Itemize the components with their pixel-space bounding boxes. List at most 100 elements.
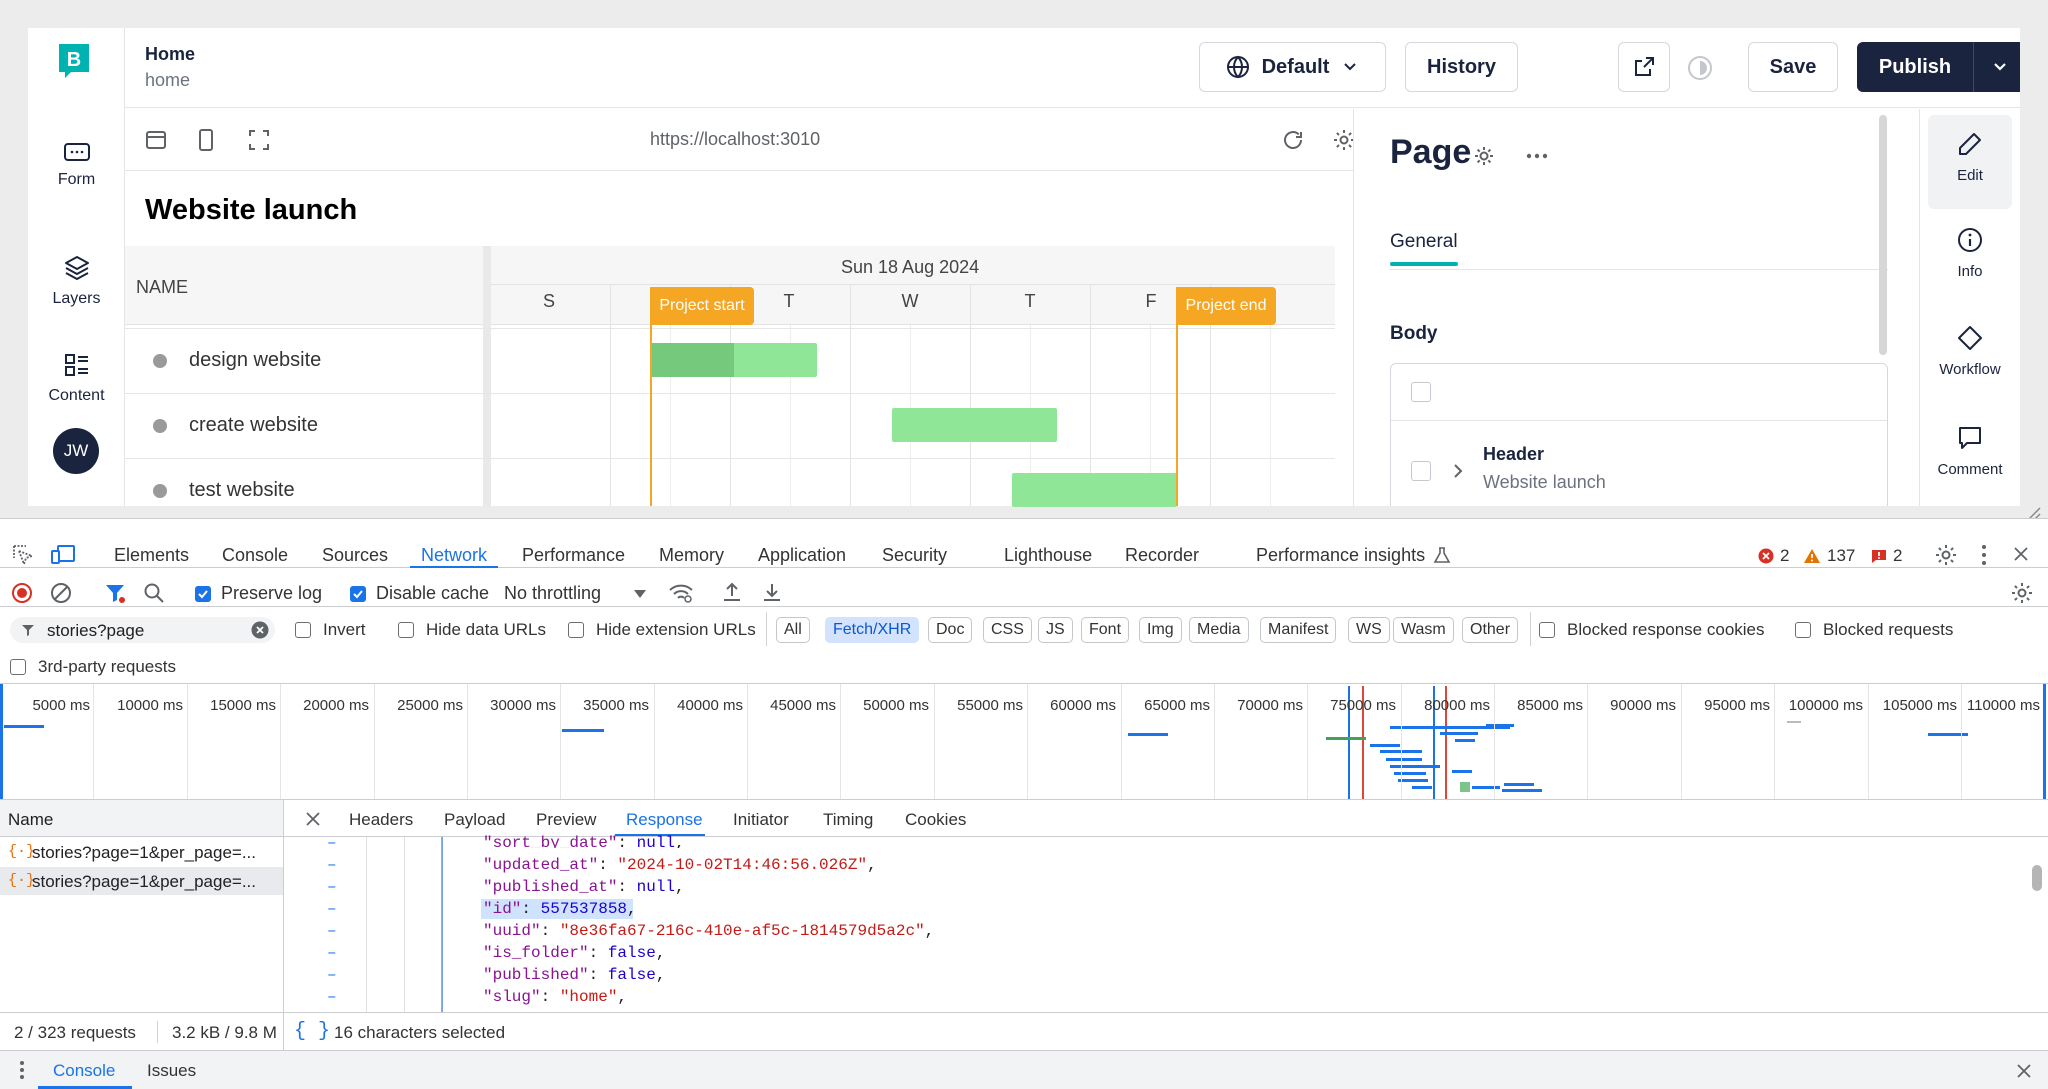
response-viewer[interactable] [284,837,2048,1012]
invert-checkbox[interactable] [295,622,311,638]
devtools-more-icon[interactable] [1981,544,1987,566]
fullscreen-icon[interactable] [248,129,270,151]
devtools-tab-application[interactable]: Application [758,545,847,565]
select-all-checkbox[interactable] [1411,382,1431,402]
rail-edit[interactable]: Edit [1920,131,2020,184]
devtools-tab-security[interactable]: Security [882,545,948,565]
type-filter-ws[interactable]: WS [1348,617,1390,643]
close-devtools-icon[interactable] [2013,546,2029,562]
detail-tab-response[interactable]: Response [626,810,703,829]
nav-content[interactable]: Content [28,351,125,405]
rail-info[interactable]: Info [1920,227,2020,280]
response-scrollbar[interactable] [2032,865,2042,891]
disable-cache-checkbox[interactable] [350,585,366,602]
header-block-checkbox[interactable] [1411,461,1431,481]
request-row-selected[interactable]: {·} stories?page=1&per_page=... [0,867,283,895]
third-party-toggle[interactable]: 3rd-party requests [10,657,176,677]
clear-filter-icon[interactable] [251,621,269,639]
network-overview-timeline[interactable] [0,684,2048,799]
more-options-icon[interactable] [1526,153,1548,159]
save-button[interactable]: Save [1748,42,1838,92]
hide-data-urls-checkbox[interactable] [398,622,414,638]
drawer-tab-issues[interactable]: Issues [147,1061,197,1080]
detail-tab-payload[interactable]: Payload [444,810,506,829]
devtools-tab-elements[interactable]: Elements [114,545,190,565]
hide-data-urls-toggle[interactable]: Hide data URLs [398,620,546,640]
type-filter-font[interactable]: Font [1081,617,1130,643]
hide-extension-urls-checkbox[interactable] [568,622,584,638]
type-filter-all[interactable]: All [776,617,810,643]
request-row[interactable]: {·} stories?page=1&per_page=... [0,838,283,866]
rail-comment[interactable]: Comment [1920,425,2020,478]
preview-url[interactable]: https://localhost:3010 [650,129,821,149]
publish-options-button[interactable] [1974,42,2020,92]
type-filter-js[interactable]: JS [1038,617,1073,643]
detail-tab-cookies[interactable]: Cookies [905,810,967,829]
devtools-tab-recorder[interactable]: Recorder [1125,545,1200,565]
detail-tab-initiator[interactable]: Initiator [733,810,789,829]
timeline-range-start-handle[interactable] [0,684,3,799]
detail-tab-headers[interactable]: Headers [349,810,414,829]
inspect-element-icon[interactable] [11,543,35,567]
language-selector[interactable]: Default [1199,42,1386,92]
type-filter-media[interactable]: Media [1189,617,1249,643]
header-block-title[interactable]: Header [1483,444,1545,464]
devtools-tab-console[interactable]: Console [222,545,289,565]
issues-counter[interactable]: 2 [1871,546,1902,566]
third-party-checkbox[interactable] [10,659,26,675]
refresh-icon[interactable] [1281,128,1305,152]
clear-icon[interactable] [50,582,72,604]
task-name[interactable]: test website [189,479,295,501]
invert-toggle[interactable]: Invert [295,620,366,640]
chevron-right-icon[interactable] [1451,462,1465,480]
open-preview-button[interactable] [1618,42,1670,92]
drawer-menu-icon[interactable] [19,1060,25,1080]
devtools-tab-performance-insights[interactable]: Performance insights [1256,545,1426,565]
filter-input[interactable]: stories?page [10,617,275,643]
device-toolbar-icon[interactable] [50,543,76,567]
drawer-tab-console[interactable]: Console [53,1061,116,1080]
task-bar[interactable] [892,408,1057,442]
nav-form[interactable]: Form [28,141,125,189]
mobile-view-icon[interactable] [198,129,214,151]
preview-settings-icon[interactable] [1332,128,1356,152]
warning-counter[interactable]: 137 [1803,546,1855,566]
desktop-view-icon[interactable] [145,129,167,151]
type-filter-other[interactable]: Other [1462,617,1519,643]
panel-settings-icon[interactable] [1472,144,1496,168]
type-filter-img[interactable]: Img [1139,617,1182,643]
import-har-icon[interactable] [722,581,742,603]
type-filter-doc[interactable]: Doc [928,617,973,643]
brand-logo[interactable]: B [57,42,91,80]
nav-layers[interactable]: Layers [28,254,125,308]
tab-general[interactable]: General [1390,231,1458,252]
blocked-response-cookies-toggle[interactable]: Blocked response cookies [1539,620,1765,640]
search-icon[interactable] [143,582,165,604]
error-counter[interactable]: 2 [1758,546,1789,566]
devtools-tab-lighthouse[interactable]: Lighthouse [1004,545,1093,565]
type-filter-fetch-xhr[interactable]: Fetch/XHR [825,617,920,643]
pretty-print-icon[interactable]: { } [294,1020,331,1043]
detail-tab-timing[interactable]: Timing [823,810,874,829]
blocked-requests-toggle[interactable]: Blocked requests [1795,620,1953,640]
contrast-toggle-icon[interactable] [1687,55,1713,81]
panel-scrollbar[interactable] [1879,115,1887,355]
network-conditions-icon[interactable] [668,582,694,604]
record-stop-icon[interactable] [11,582,33,604]
disable-cache-toggle[interactable]: Disable cache [350,583,489,604]
devtools-tab-network[interactable]: Network [421,545,488,565]
blocked-response-cookies-checkbox[interactable] [1539,622,1555,638]
network-settings-icon[interactable] [2010,581,2034,605]
type-filter-manifest[interactable]: Manifest [1260,617,1337,643]
export-har-icon[interactable] [762,581,782,603]
devtools-tab-memory[interactable]: Memory [659,545,725,565]
preserve-log-toggle[interactable]: Preserve log [195,583,322,604]
devtools-settings-icon[interactable] [1934,543,1958,567]
history-button[interactable]: History [1405,42,1518,92]
timeline-range-end-handle[interactable] [2043,684,2046,799]
filter-icon[interactable] [104,582,126,604]
rail-workflow[interactable]: Workflow [1920,325,2020,378]
devtools-tab-sources[interactable]: Sources [322,545,389,565]
devtools-tab-performance[interactable]: Performance [522,545,626,565]
task-name[interactable]: design website [189,349,322,371]
